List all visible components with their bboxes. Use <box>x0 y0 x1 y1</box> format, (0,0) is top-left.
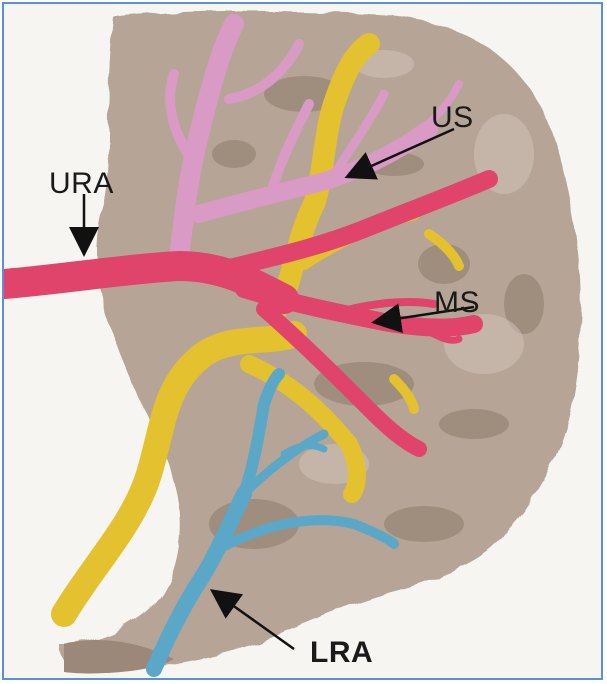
anatomical-specimen <box>4 4 601 678</box>
label-ura: URA <box>49 167 114 201</box>
label-lra: LRA <box>310 636 373 670</box>
label-ms: MS <box>434 286 480 320</box>
label-us: US <box>431 101 474 135</box>
